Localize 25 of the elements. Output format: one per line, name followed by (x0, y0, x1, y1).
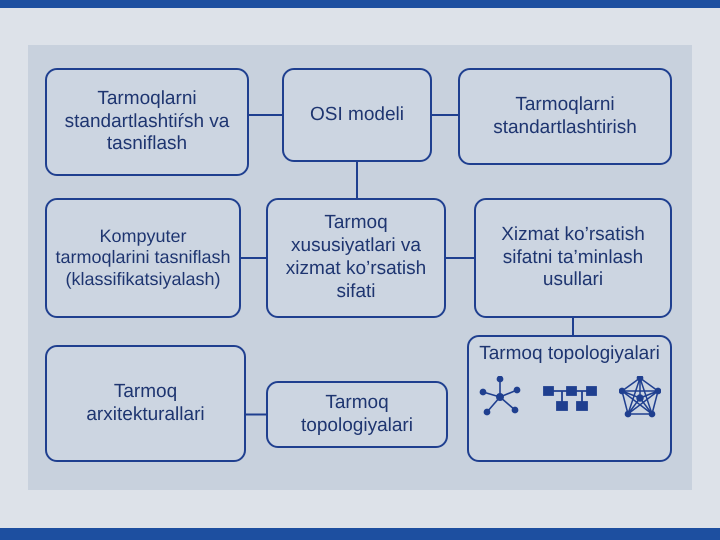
box-text: Kompyuter tarmoqlarini tasniflash (klassifikatsiyalash) (55, 226, 231, 290)
connector-line (356, 162, 358, 198)
connector-line (572, 318, 574, 335)
connector-line (241, 257, 266, 259)
connector-line (446, 257, 474, 259)
topic-box (458, 68, 672, 165)
topic-box (474, 198, 672, 318)
connector-line (249, 114, 282, 116)
box-text: Tarmoqlarni standartlashtiŕsh va tasniflash (64, 88, 230, 156)
topic-box (45, 68, 249, 176)
topic-box (467, 335, 672, 462)
box-text: Tarmoq arxitekturallari (85, 380, 206, 426)
topic-box (266, 381, 448, 448)
box-text: Xizmat ko’rsatish sifatni ta’minlash usullari (500, 224, 646, 292)
box-text: Tarmoqlarni standartlashtirish (492, 94, 638, 140)
connector-line (432, 114, 458, 116)
box-text: Tarmoq topologiyalari (479, 343, 660, 366)
box-text: OSI modeli (310, 104, 404, 126)
topic-box (45, 345, 246, 462)
topic-box (282, 68, 432, 162)
topic-box (45, 198, 241, 318)
box-text: Tarmoq xususiyatlari va xizmat ko’rsatish sifati (284, 212, 428, 304)
box-text: Tarmoq topologiyalari (300, 392, 414, 438)
topic-box (266, 198, 446, 318)
connector-line (246, 414, 266, 416)
